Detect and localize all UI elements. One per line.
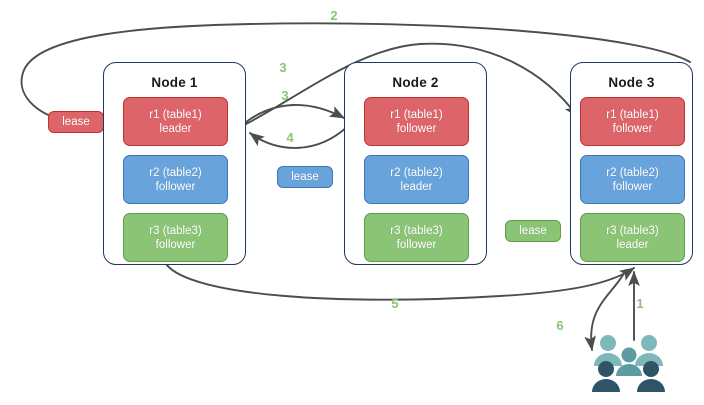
edge-label-2: 2 — [330, 8, 338, 23]
edge-3-lower-path — [245, 104, 346, 123]
node-box-node1[interactable]: Node 1 r1 (table1) leader r2 (table2) fo… — [103, 62, 246, 265]
replica-node1-r3[interactable]: r3 (table3) follower — [123, 213, 228, 262]
replica-node2-r2[interactable]: r2 (table2) leader — [364, 155, 469, 204]
replica-role: follower — [155, 238, 196, 251]
replica-name: r2 (table2) — [606, 166, 659, 179]
edge-label-6: 6 — [556, 318, 564, 333]
replica-name: r3 (table3) — [390, 224, 443, 237]
replica-node1-r2[interactable]: r2 (table2) follower — [123, 155, 228, 204]
replica-role: follower — [612, 122, 653, 135]
edge-label-1: 1 — [636, 296, 644, 311]
edge-label-5: 5 — [391, 296, 399, 311]
edge-label-3-lower: 3 — [281, 88, 289, 103]
node-title: Node 1 — [151, 75, 198, 90]
edge-5-path — [165, 263, 635, 301]
replica-role: leader — [400, 180, 433, 193]
replica-node2-r1[interactable]: r1 (table1) follower — [364, 97, 469, 146]
lease-label: lease — [519, 225, 547, 237]
users-icon — [592, 335, 665, 392]
replica-node1-r1[interactable]: r1 (table1) leader — [123, 97, 228, 146]
replica-node2-r3[interactable]: r3 (table3) follower — [364, 213, 469, 262]
lease-label: lease — [62, 116, 90, 128]
replica-role: follower — [612, 180, 653, 193]
replica-node3-r3[interactable]: r3 (table3) leader — [580, 213, 685, 262]
replica-name: r1 (table1) — [149, 108, 202, 121]
replica-role: follower — [396, 238, 437, 251]
replica-name: r3 (table3) — [606, 224, 659, 237]
replica-name: r3 (table3) — [149, 224, 202, 237]
replica-node3-r2[interactable]: r2 (table2) follower — [580, 155, 685, 204]
edge-label-3-upper: 3 — [279, 60, 287, 75]
replica-role: leader — [159, 122, 192, 135]
lease-chip-green[interactable]: lease — [505, 220, 561, 242]
replica-name: r2 (table2) — [149, 166, 202, 179]
replica-role: leader — [616, 238, 649, 251]
replica-role: follower — [396, 122, 437, 135]
replica-role: follower — [155, 180, 196, 193]
node-title: Node 2 — [392, 75, 439, 90]
lease-label: lease — [291, 171, 319, 183]
node-box-node3[interactable]: Node 3 r1 (table1) follower r2 (table2) … — [570, 62, 693, 265]
replica-name: r1 (table1) — [390, 108, 443, 121]
node-title: Node 3 — [608, 75, 655, 90]
node-box-node2[interactable]: Node 2 r1 (table1) follower r2 (table2) … — [344, 62, 487, 265]
replica-name: r1 (table1) — [606, 108, 659, 121]
edge-label-4: 4 — [286, 130, 294, 145]
lease-chip-red[interactable]: lease — [48, 111, 104, 133]
lease-chip-blue[interactable]: lease — [277, 166, 333, 188]
replica-node3-r1[interactable]: r1 (table1) follower — [580, 97, 685, 146]
replica-name: r2 (table2) — [390, 166, 443, 179]
